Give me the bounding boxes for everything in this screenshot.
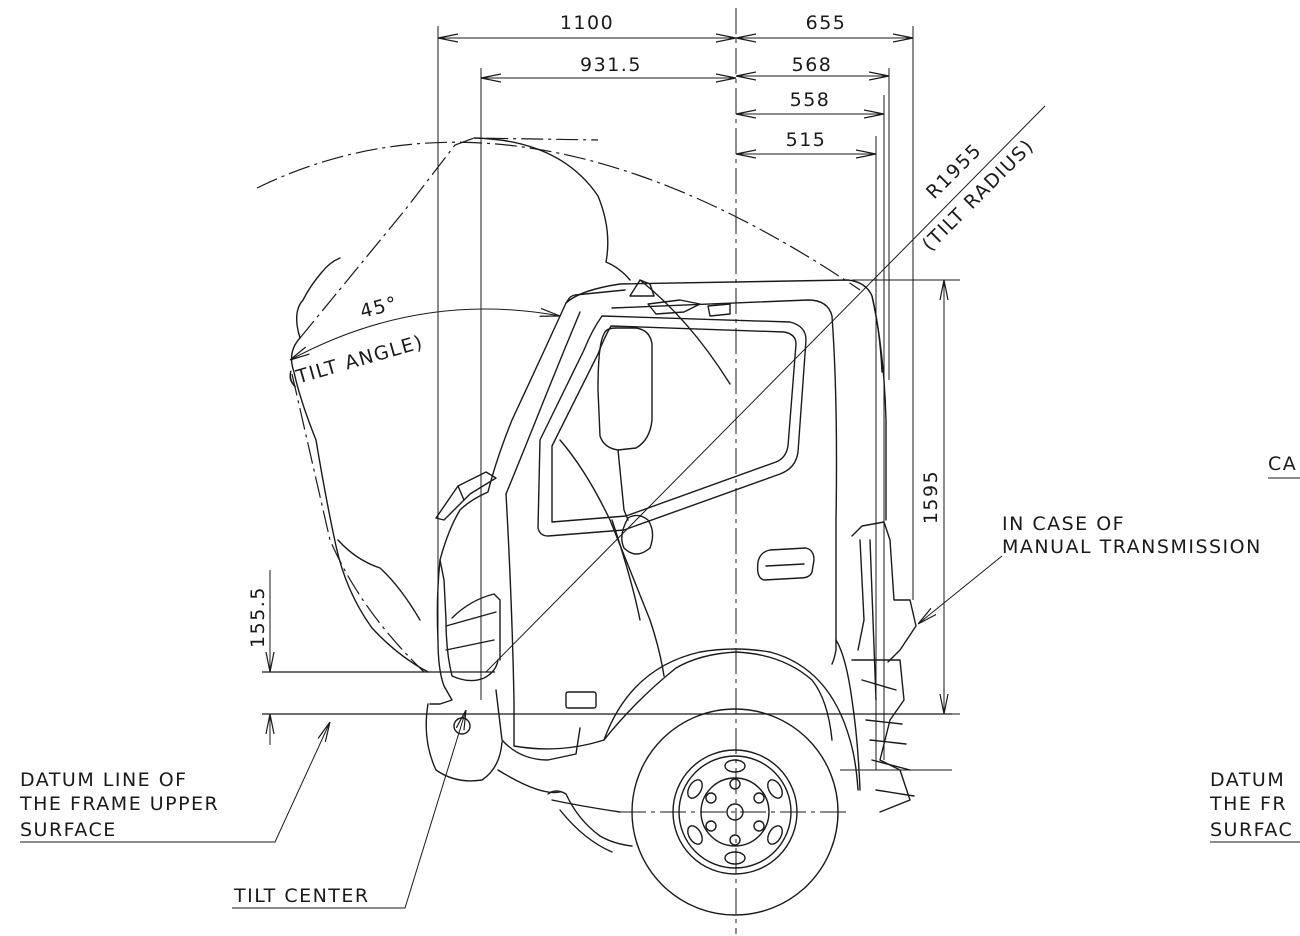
tilt-angle-label: (TILT ANGLE) [285, 331, 426, 391]
leader-tilt-center [232, 710, 466, 909]
manual-transmission-label-line1: IN CASE OF [1002, 513, 1125, 535]
dim-655: 655 [806, 12, 847, 34]
door-handle [756, 547, 815, 581]
tilt-center-label: TILT CENTER [233, 885, 370, 907]
tilt-arc [256, 141, 861, 291]
tilted-cab-sketch [290, 137, 731, 677]
leader-datum-line [20, 722, 330, 843]
dim-558: 558 [790, 89, 831, 111]
tilt-radius-line [485, 105, 1046, 673]
datum-label-line3: SURFACE [20, 819, 117, 841]
datum-label-line2: THE FRAME UPPER [19, 793, 219, 815]
extension-lines [437, 8, 960, 934]
dim-45-degree: 45° [358, 292, 400, 323]
wheel-vents [687, 759, 783, 865]
dimension-lines [270, 38, 944, 745]
underbody-pipes [497, 769, 633, 853]
front-wheel [603, 648, 859, 916]
cab-body [425, 279, 887, 791]
right-datum-label-line2: THE FR [1209, 793, 1287, 815]
leader-lines [20, 477, 1300, 909]
dim-568: 568 [792, 54, 833, 76]
wheel-bolts [705, 778, 765, 846]
dim-1595: 1595 [920, 470, 942, 524]
cab-window [537, 315, 807, 537]
datum-lines [262, 671, 952, 771]
tilted-cab-outline [299, 137, 599, 339]
right-cut-label-ca: CA [1268, 453, 1297, 475]
right-datum-label-line1: DATUM [1210, 769, 1285, 791]
manual-transmission-label-line2: MANUAL TRANSMISSION [1002, 536, 1262, 558]
dim-155-5: 155.5 [247, 586, 269, 648]
leader-manual-transmission [918, 555, 1003, 624]
datum-label-line1: DATUM LINE OF [20, 769, 188, 791]
side-mirror [597, 327, 653, 451]
tilted-cab-lower-outline [291, 373, 425, 673]
dim-515: 515 [786, 129, 827, 151]
right-datum-label-line3: SURFAC [1210, 819, 1293, 841]
tilt-angle-arc [290, 309, 560, 360]
transmission-block [851, 521, 917, 813]
dim-931-5: 931.5 [580, 54, 642, 76]
callout-labels: IN CASE OF MANUAL TRANSMISSION DATUM LIN… [19, 453, 1297, 907]
dim-1100: 1100 [560, 12, 614, 34]
